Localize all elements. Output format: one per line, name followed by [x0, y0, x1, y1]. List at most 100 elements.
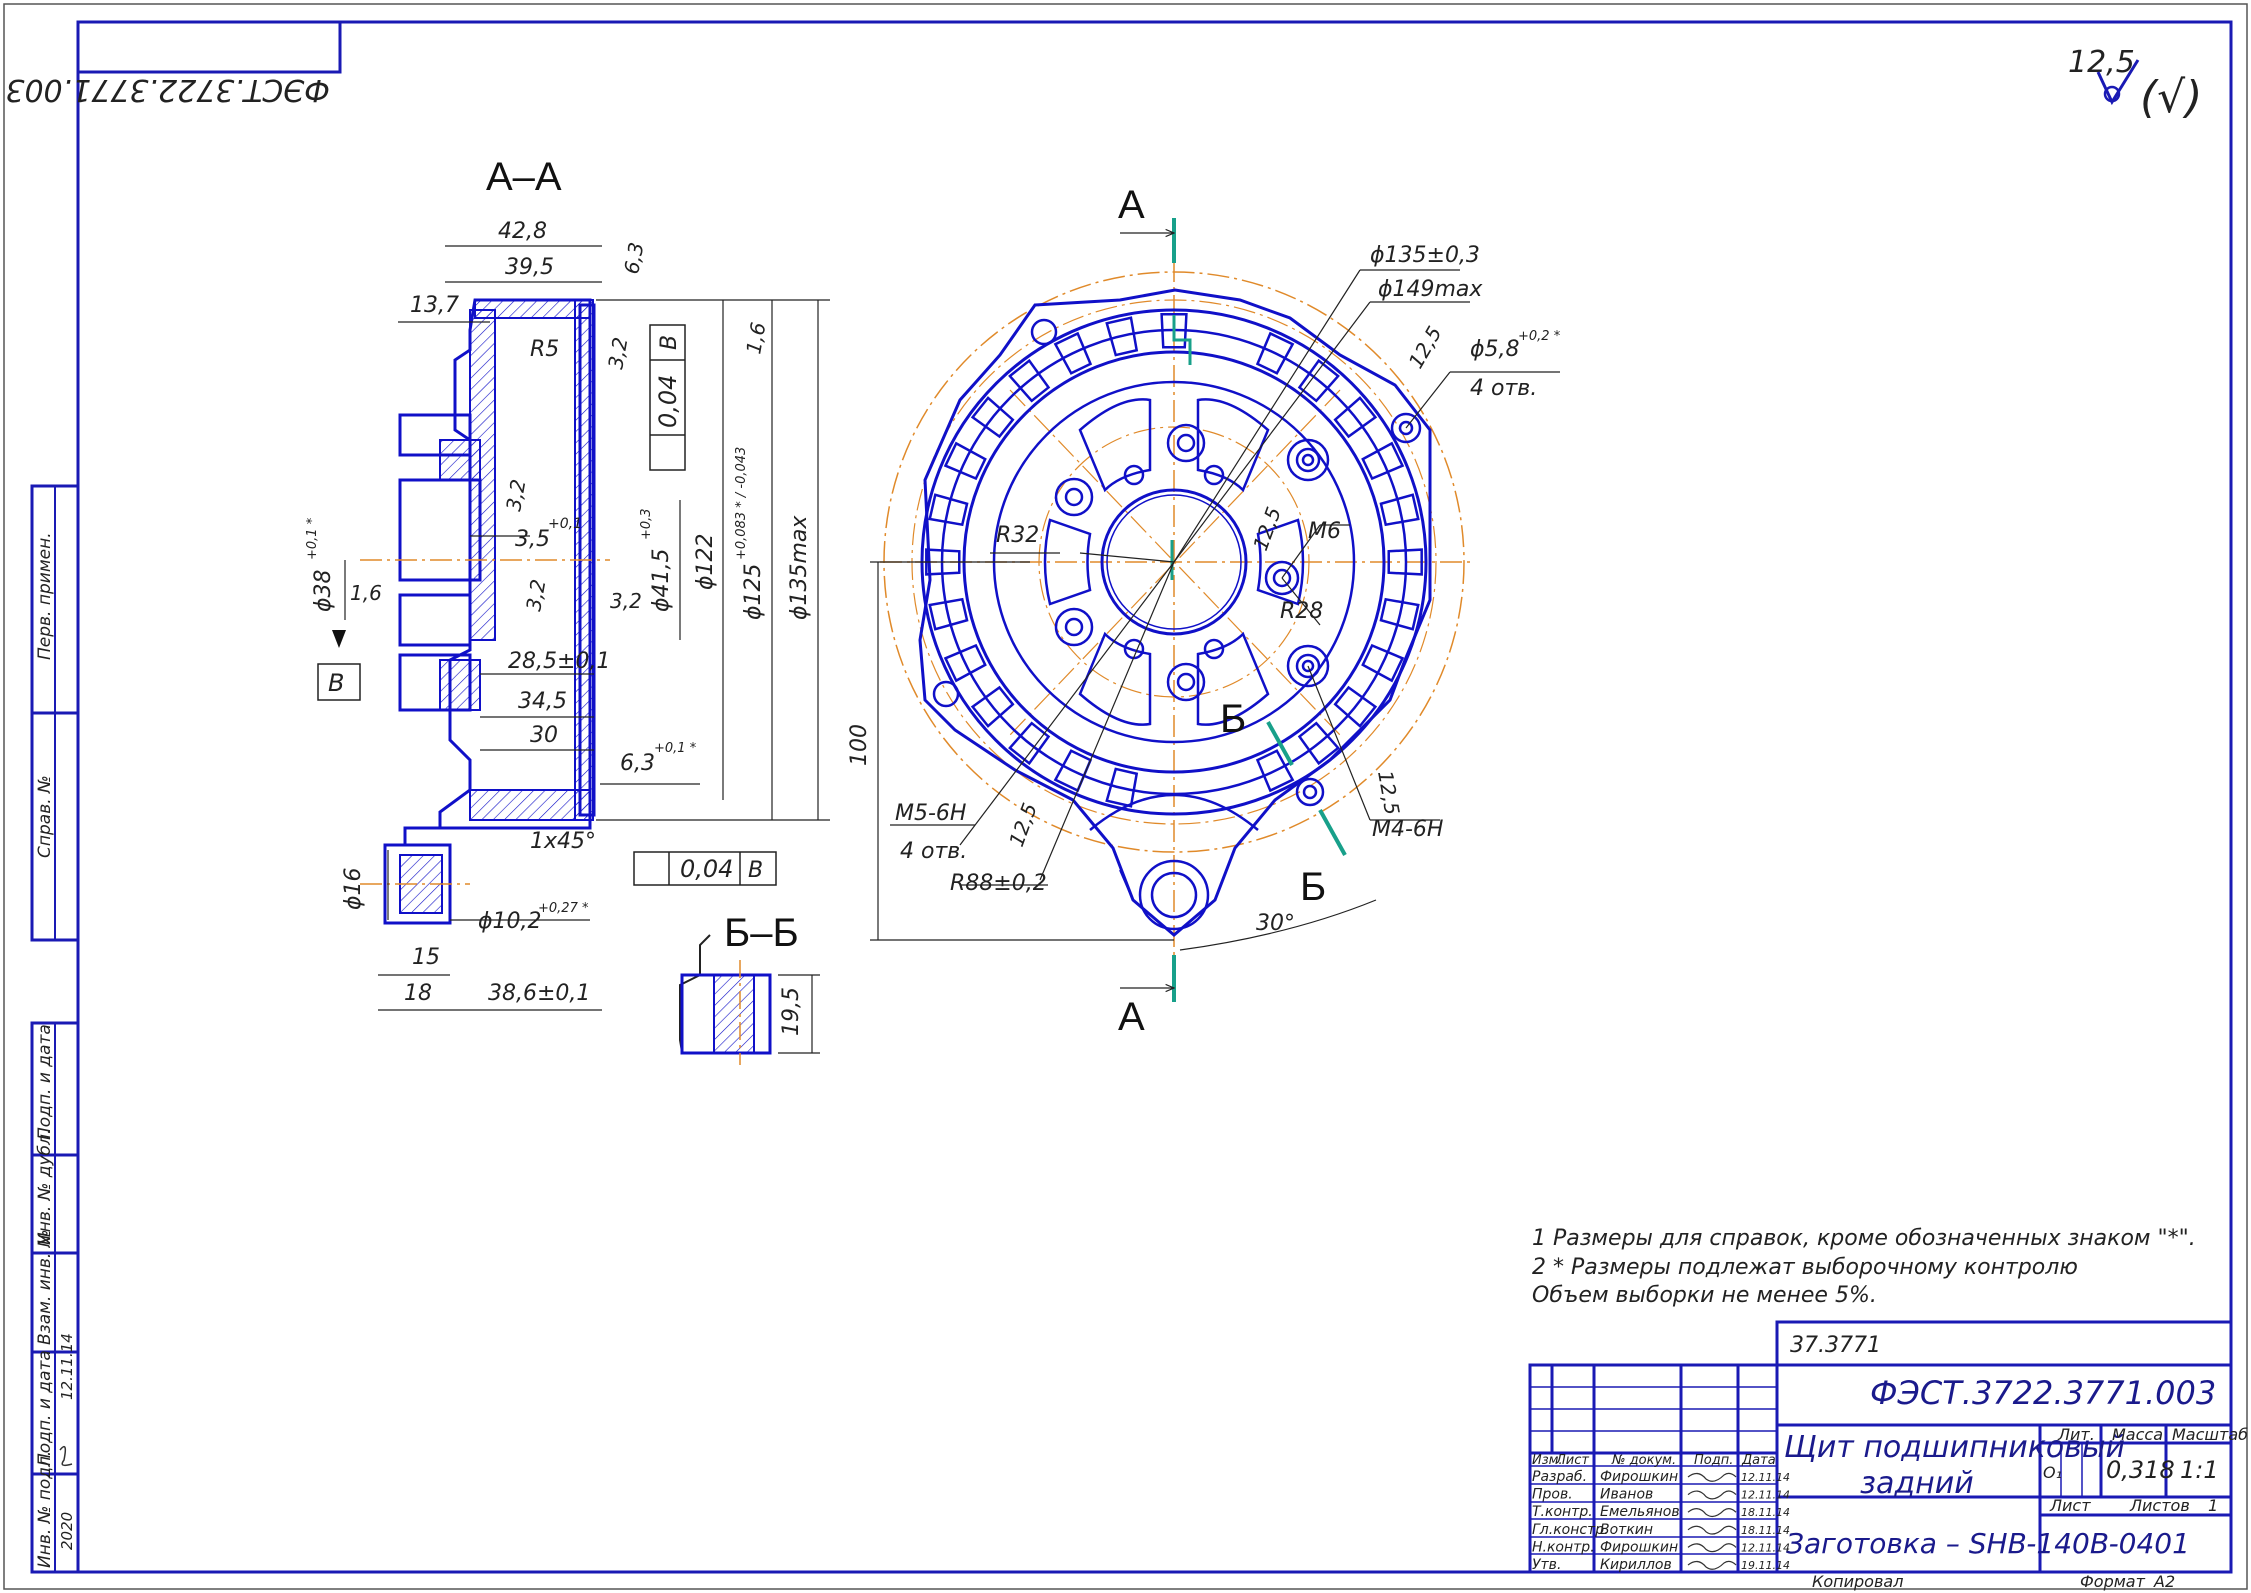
format-value: А2 — [2153, 1572, 2175, 1591]
vent-slot — [943, 441, 987, 481]
header-data: Дата — [1741, 1453, 1776, 1468]
dim-r12-5-a: 12,5 — [1404, 322, 1447, 373]
person-role: Пров. — [1532, 1487, 1573, 1503]
signature — [1687, 1560, 1737, 1570]
dim-phi10-2: ϕ10,2 — [478, 909, 542, 934]
vent-slot — [1297, 721, 1340, 766]
roughness-mark: 12,5 (√) — [2068, 45, 2202, 123]
strip-inv-podl: Инв. № подл. — [35, 1451, 55, 1568]
dim-3-5-tol: +0,1 — [548, 516, 582, 532]
dim-34-5: 34,5 — [518, 689, 567, 714]
vent-slot — [1008, 358, 1051, 403]
header-izm: Изм. — [1532, 1453, 1563, 1468]
person-date: 12.11.14 — [1741, 1489, 1790, 1502]
note-3: Объем выборки не менее 5%. — [1532, 1283, 1877, 1308]
cut-a-top: А — [1118, 183, 1145, 227]
header-masshtab: Масштаб — [2172, 1425, 2248, 1444]
dim-r12-5-d: 12,5 — [1373, 769, 1404, 817]
person-role: Утв. — [1532, 1557, 1561, 1573]
section-bb-view: Б–Б 19,5 — [679, 911, 820, 1065]
vent-slot — [1008, 721, 1051, 766]
person-date: 18.11.14 — [1741, 1506, 1790, 1519]
format-label: Формат — [2080, 1572, 2146, 1591]
dim-phi38: ϕ38 — [311, 569, 336, 612]
dim-phi38-tol: +0,1 * — [305, 517, 320, 560]
header-massa: Масса — [2112, 1425, 2163, 1444]
person-role: Гл.констр. — [1532, 1522, 1609, 1538]
part-name-line1: Щит подшипниковый — [1784, 1430, 2125, 1465]
dim-m5: М5-6Н — [895, 801, 966, 826]
person-role: Т.контр. — [1532, 1504, 1593, 1520]
dim-chamfer: 1x45° — [530, 829, 596, 854]
dim-phi41-5: ϕ41,5 — [649, 549, 674, 613]
vent-slot — [928, 597, 969, 631]
dim-3-5: 3,5 — [515, 527, 550, 552]
vent-slot — [1379, 597, 1420, 631]
section-aa-label: А–А — [486, 155, 562, 199]
vent-slot — [1361, 643, 1405, 683]
strip-podp-data: Подп. и дата — [35, 1024, 55, 1140]
dim-phi5-8-tol: +0,2 * — [1518, 329, 1561, 344]
vent-slot — [970, 685, 1015, 728]
dim-phi5-8: ϕ5,8 — [1470, 337, 1520, 362]
base-b-label: В — [328, 669, 344, 697]
tol-value-1: 0,04 — [654, 375, 682, 428]
strip-perv-primen: Перв. примен. — [35, 532, 55, 660]
massa-value: 0,318 — [2106, 1456, 2175, 1484]
top-left-stamp: ФЭСТ.3722.3771.003 — [5, 20, 342, 107]
vent-slot — [943, 643, 987, 683]
tol-base-1: В — [657, 335, 682, 350]
vent-slot — [1387, 548, 1423, 576]
drawing-designation: ФЭСТ.3722.3771.003 — [1870, 1374, 2216, 1412]
vent-slot — [970, 396, 1015, 439]
roughness-value: 12,5 — [2068, 45, 2135, 80]
dim-m5-holes: 4 отв. — [900, 839, 967, 864]
person-name: Воткин — [1600, 1522, 1653, 1538]
header-list: Лист — [1555, 1453, 1589, 1468]
tolerance-frame-vertical: 0,04 В — [649, 324, 686, 471]
dim-phi10-2-tol: +0,27 * — [538, 901, 589, 916]
part-name-line2: задний — [1860, 1466, 1974, 1501]
header-podp: Подп. — [1694, 1453, 1733, 1468]
dim-phi16: ϕ16 — [341, 867, 366, 910]
dim-4-holes: 4 отв. — [1470, 376, 1537, 401]
roughness-other: (√) — [2140, 72, 2202, 123]
vent-slot — [928, 493, 969, 527]
dim-m6: М6 — [1308, 519, 1341, 544]
header-ndok: № докум. — [1611, 1453, 1676, 1468]
vent-slot — [1297, 358, 1340, 403]
tolerance-frame-horizontal: 0,04 В — [633, 851, 777, 886]
vent-slot — [1105, 767, 1139, 808]
signature — [1687, 1472, 1737, 1482]
vent-slot — [1333, 396, 1378, 439]
front-view: А А Б Б — [847, 183, 1561, 1039]
dim-phi41-5-tol: +0,3 — [639, 508, 654, 540]
vent-slot — [1053, 331, 1093, 375]
dim-39-5: 39,5 — [505, 255, 554, 280]
header-lit: Лит. — [2057, 1425, 2095, 1444]
technical-notes: 1 Размеры для справок, кроме обозначенны… — [1532, 1226, 2196, 1308]
signature — [1687, 1490, 1737, 1500]
person-date: 12.11.14 — [1741, 1471, 1790, 1484]
lit-value: О₁ — [2043, 1463, 2062, 1482]
vent-slot — [1105, 316, 1139, 357]
outer-frame — [3, 3, 2248, 1590]
listov-value: 1 — [2208, 1496, 2218, 1515]
dim-r12-5-b: 12,5 — [1248, 504, 1286, 554]
dim-angle-30: 30° — [1256, 911, 1295, 936]
list-label: Лист — [2049, 1496, 2091, 1515]
strip-vzam-inv: Взам. инв. № — [35, 1230, 55, 1345]
person-role: Разраб. — [1532, 1469, 1587, 1485]
dim-6-3: 6,3 — [619, 240, 648, 275]
dim-3-2-b: 3,2 — [501, 477, 530, 512]
person-name: Емельянов — [1600, 1504, 1680, 1520]
dim-phi135: ϕ135±0,3 — [1370, 243, 1480, 268]
vent-slot — [1333, 685, 1378, 728]
dim-13-7: 13,7 — [410, 293, 459, 318]
person-role: Н.контр. — [1532, 1539, 1595, 1555]
dim-6-3-b: 6,3 — [620, 751, 655, 776]
dim-phi135max: ϕ135max — [787, 515, 812, 620]
section-bb-label: Б–Б — [724, 911, 799, 955]
person-date: 18.11.14 — [1741, 1524, 1790, 1537]
